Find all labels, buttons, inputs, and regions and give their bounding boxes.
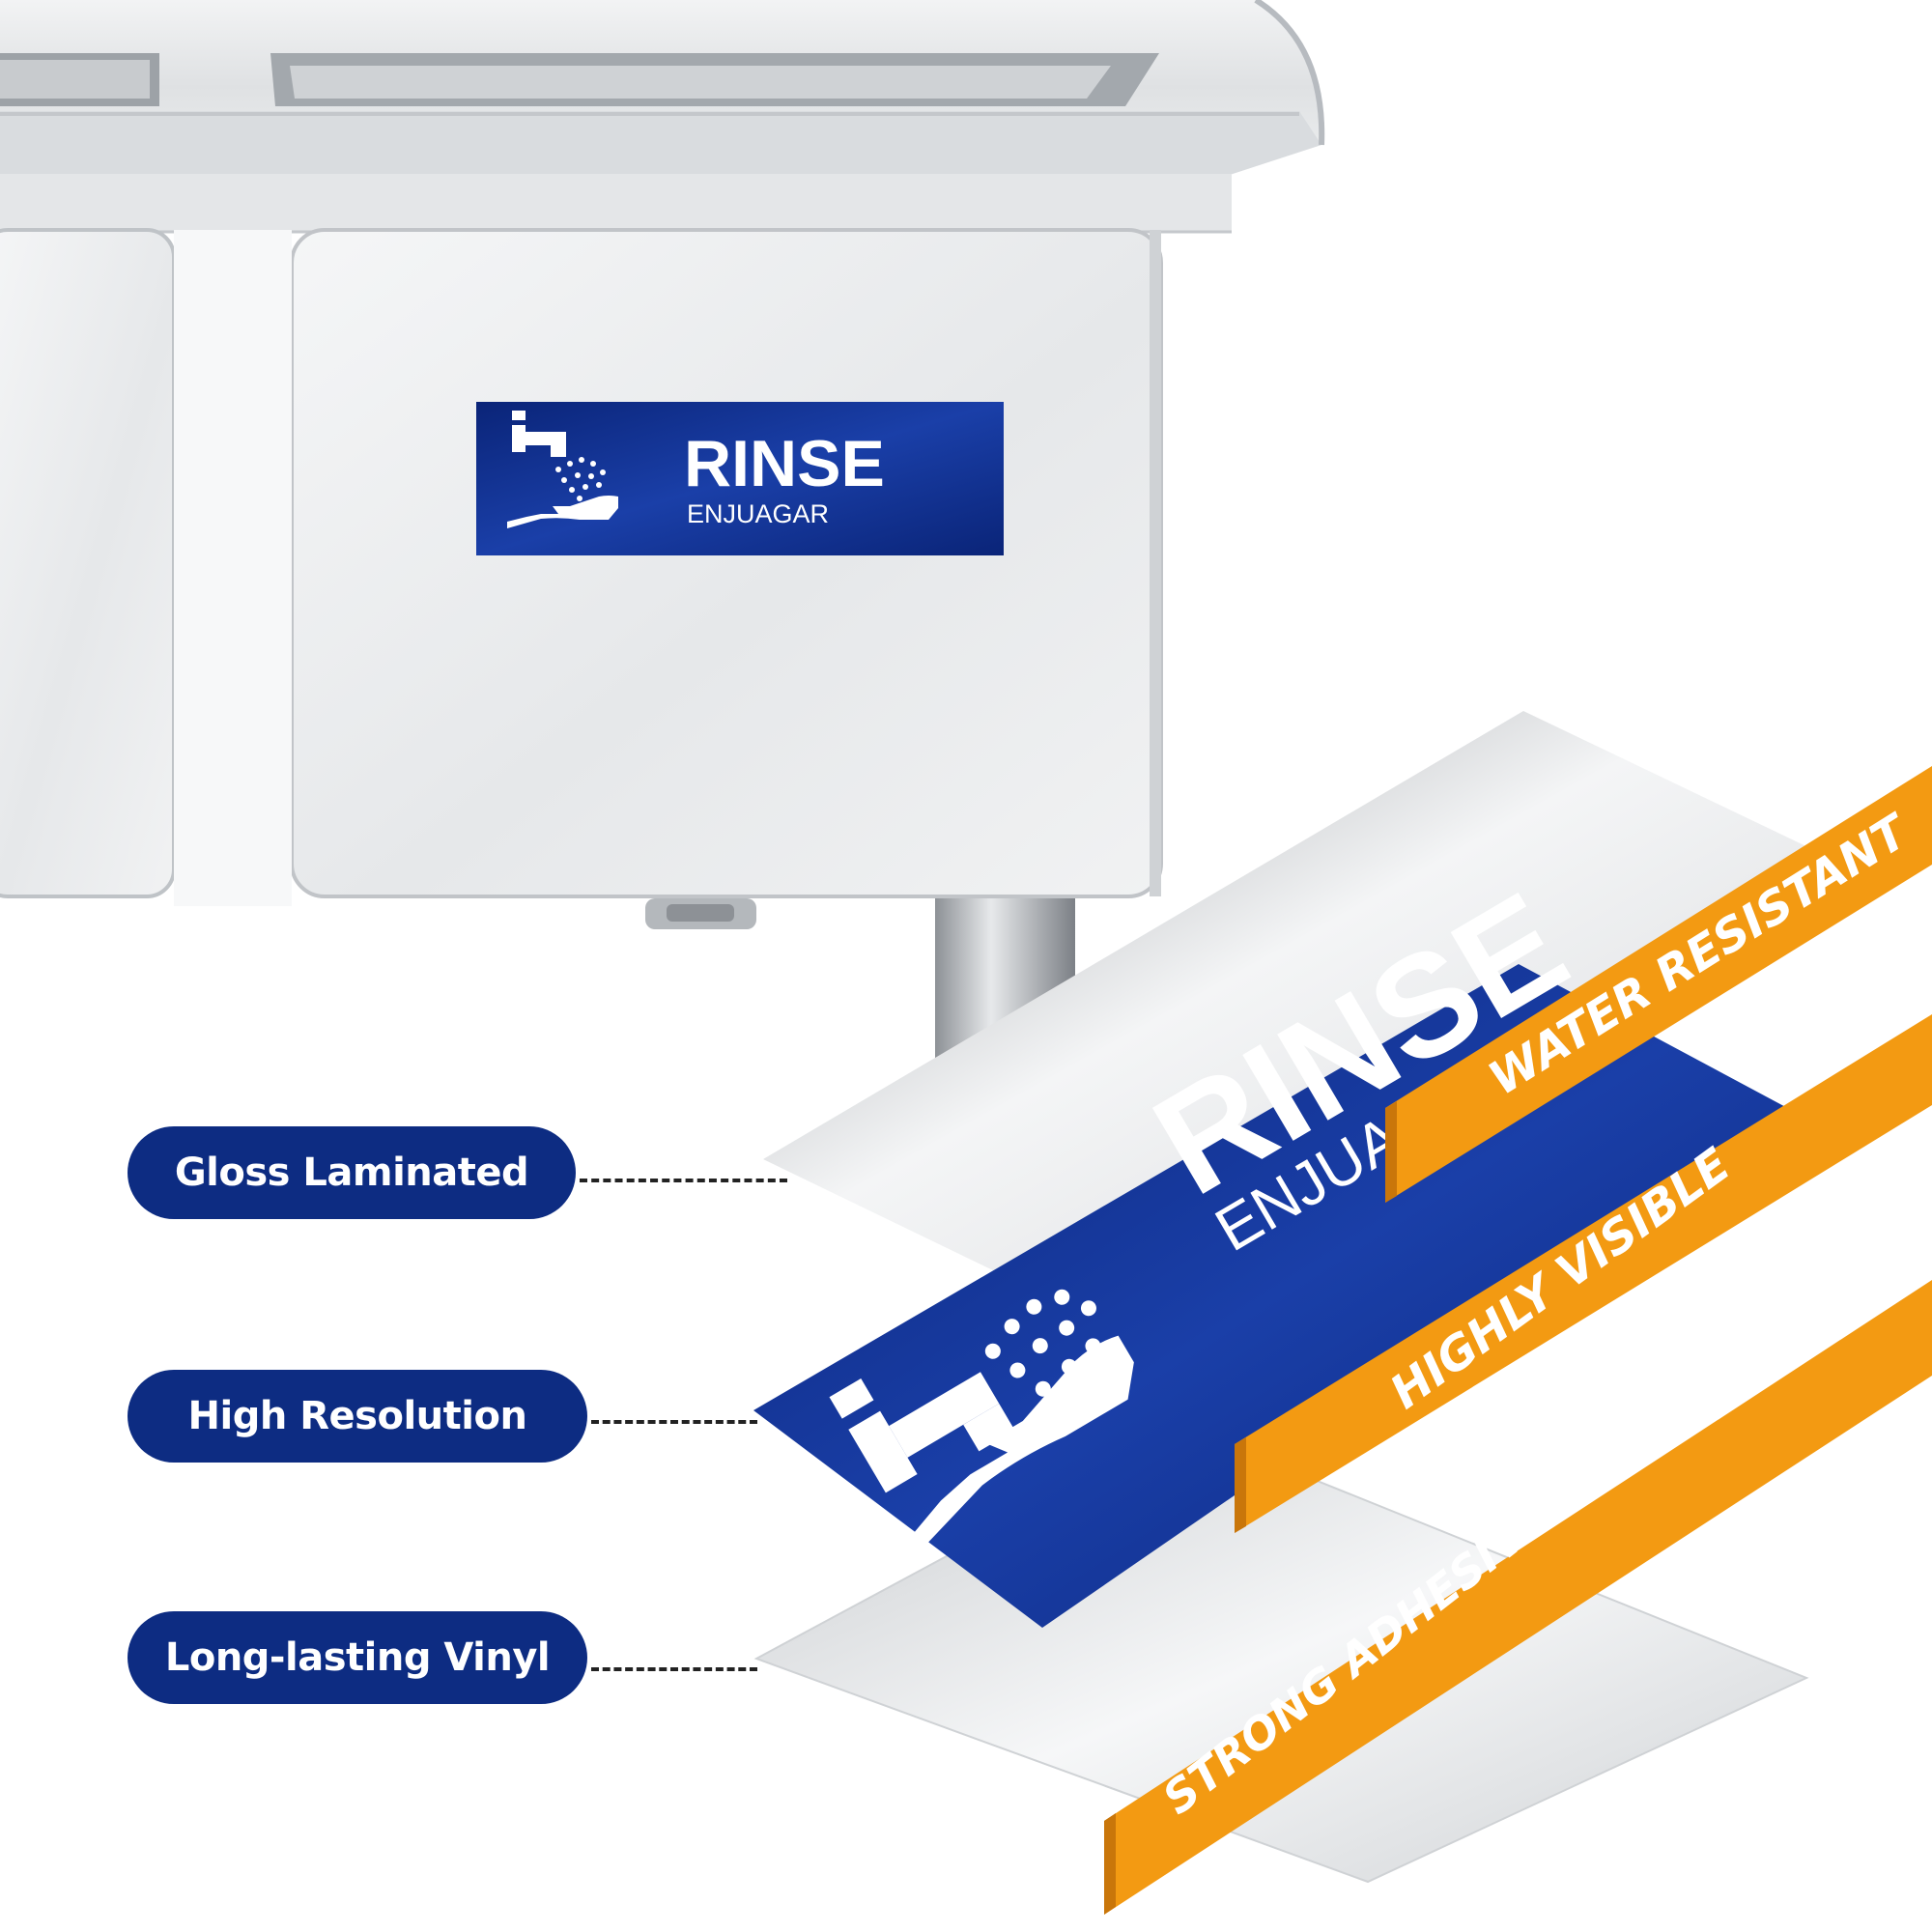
feature-gloss-laminated[interactable]: Gloss Laminated xyxy=(128,1126,576,1219)
feature-label: Long-lasting Vinyl xyxy=(164,1635,551,1680)
feature-long-lasting-vinyl[interactable]: Long-lasting Vinyl xyxy=(128,1611,587,1704)
rinse-sign-on-sink: RINSE ENJUAGAR xyxy=(476,402,1004,555)
layer-stack: RINSE ENJUAGAR xyxy=(753,711,1814,1884)
sign-title: RINSE xyxy=(684,427,885,500)
layer-faucet-icon xyxy=(829,1372,1015,1493)
feature-label: High Resolution xyxy=(187,1394,527,1438)
laminate-layer xyxy=(763,711,1814,1299)
faucet-icon xyxy=(512,411,566,457)
leader-line xyxy=(580,1179,787,1182)
sign-subtitle: ENJUAGAR xyxy=(687,499,829,528)
feature-high-resolution[interactable]: High Resolution xyxy=(128,1370,587,1463)
hand-icon xyxy=(507,496,618,528)
leader-line xyxy=(591,1420,757,1424)
leader-line xyxy=(591,1667,757,1671)
stainless-sink xyxy=(0,0,1325,1063)
water-drops-icon xyxy=(555,457,606,501)
layer-hand-icon xyxy=(911,1335,1134,1551)
feature-label: Gloss Laminated xyxy=(174,1151,529,1195)
